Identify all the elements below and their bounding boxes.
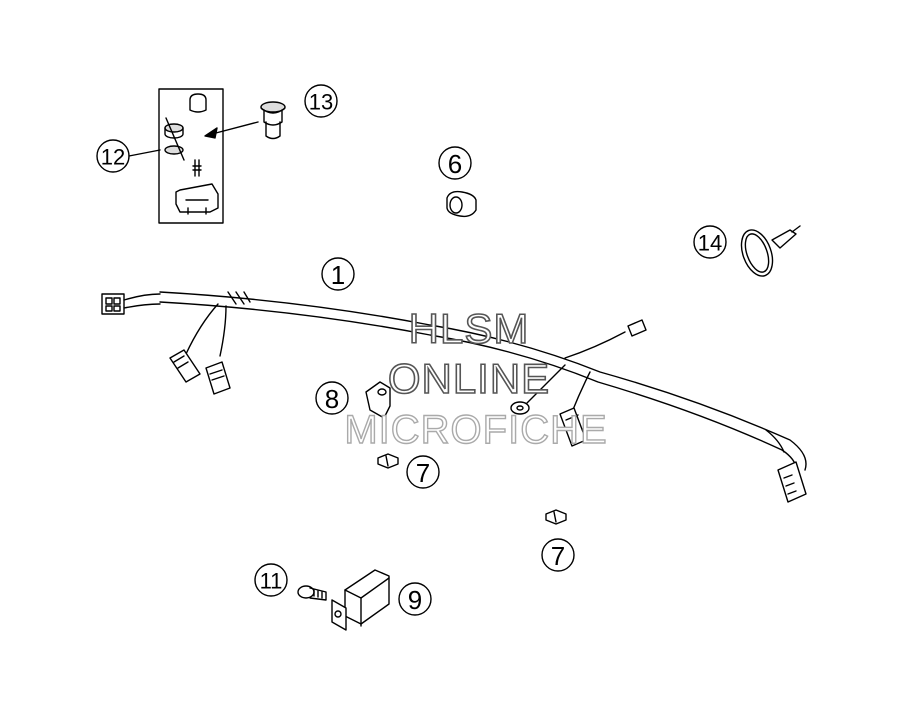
callout-circle-13 (304, 84, 338, 118)
callout-label-14: 14 (698, 231, 722, 256)
clip-part-upper (377, 453, 399, 469)
callout-label-11: 11 (260, 569, 283, 594)
main-wiring-harness (101, 291, 807, 503)
relay-cover-part (331, 569, 390, 631)
callout-circle-11 (254, 563, 288, 597)
callout-label-7a: 7 (416, 458, 430, 488)
callout-label-8: 8 (325, 384, 339, 414)
callout-circle-6 (438, 146, 472, 180)
callout-label-1: 1 (331, 260, 345, 290)
watermark-line-3: MICROFICHE (344, 408, 608, 452)
bolt-part (297, 585, 327, 601)
callout-label-9: 9 (408, 585, 422, 615)
ignition-switch-assembly (158, 88, 224, 224)
clip-part-lower (545, 509, 567, 525)
sleeve-part (446, 190, 477, 218)
callout-label-13: 13 (309, 90, 333, 115)
callout-label-6: 6 (448, 149, 462, 179)
cable-tie-part (740, 225, 801, 277)
callout-circle-8 (315, 381, 349, 415)
grommet-part (260, 101, 286, 140)
watermark-line-1: HLSM (408, 305, 530, 352)
callout-circle-9 (398, 582, 432, 616)
callout-circle-14 (693, 225, 727, 259)
bracket-part (365, 381, 391, 419)
callout-circle-7a (406, 455, 440, 489)
callout-label-12: 12 (101, 145, 125, 170)
assembly-arrow (204, 121, 259, 139)
callout-label-7b: 7 (551, 541, 565, 571)
callout-circle-1 (321, 257, 355, 291)
watermark-line-2: ONLINE (387, 355, 551, 402)
callout-circle-7b (541, 538, 575, 572)
